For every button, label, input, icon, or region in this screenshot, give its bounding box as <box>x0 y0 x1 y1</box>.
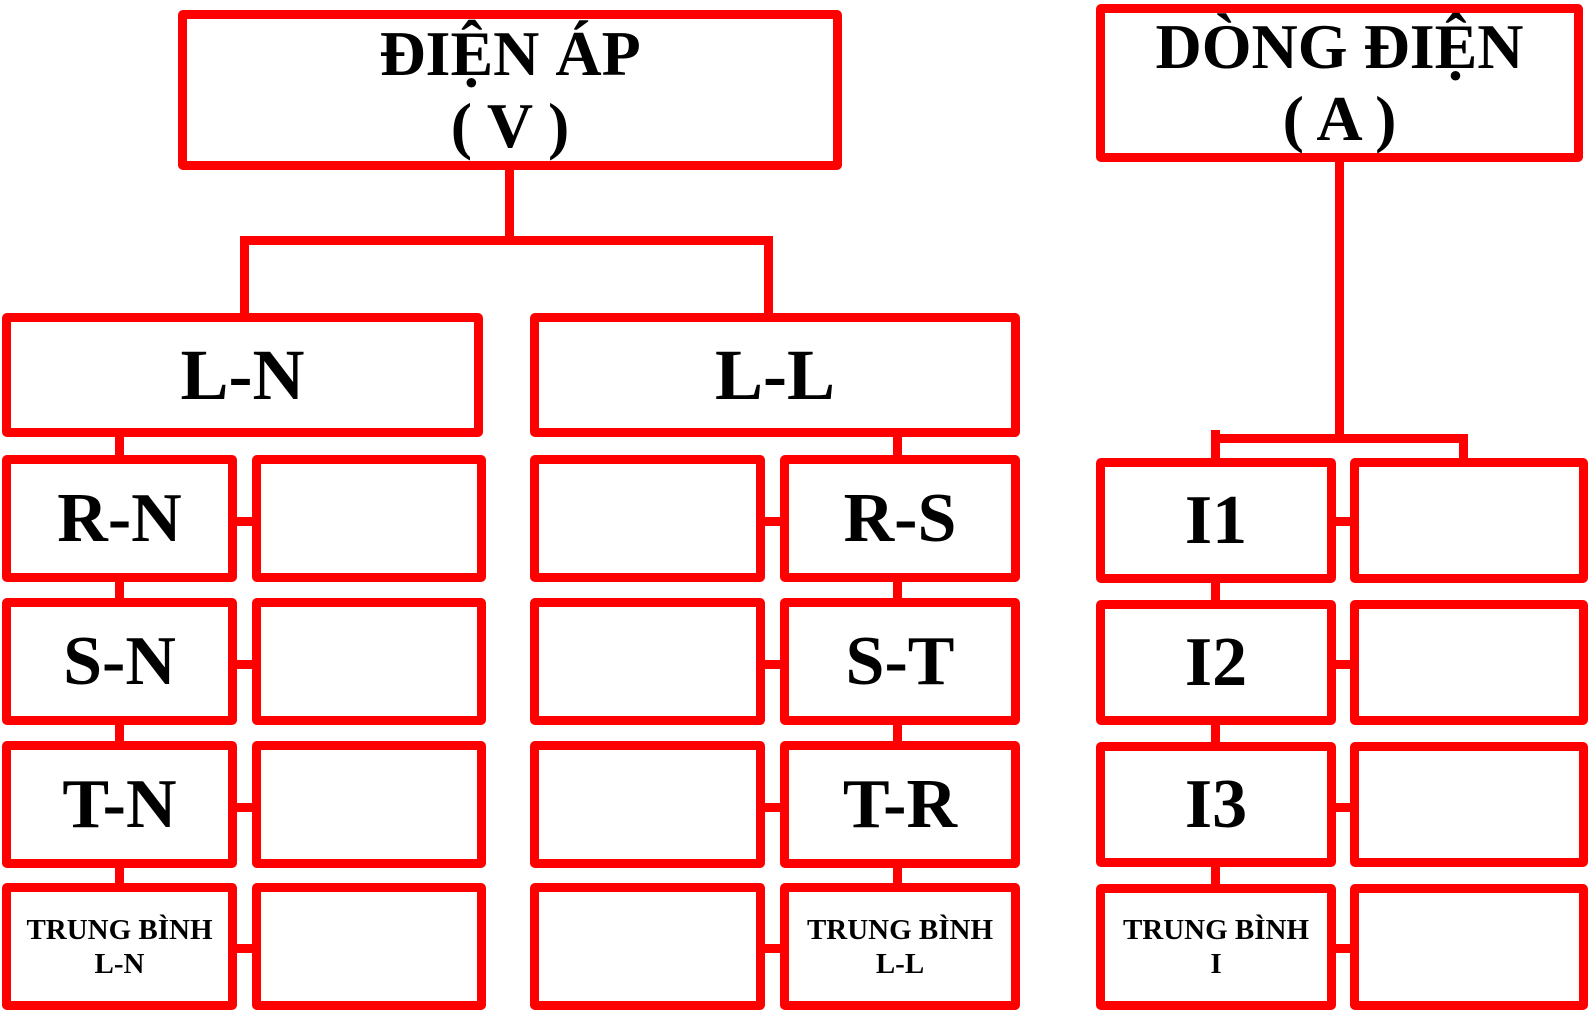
ln-value-box-2 <box>252 598 486 725</box>
ll-label-2: S-T <box>845 622 955 700</box>
connector-voltage-bar <box>240 236 772 245</box>
current-label-1: I1 <box>1184 481 1248 559</box>
current-average-label-1: TRUNG BÌNH <box>1122 914 1310 946</box>
connector-current-branch-1 <box>1326 517 1356 526</box>
voltage-header-box: ĐIỆN ÁP ( V ) <box>178 10 842 170</box>
connector-ln-branch-3 <box>230 803 260 812</box>
ln-label-box-2: S-N <box>2 598 237 725</box>
current-header-box: DÒNG ĐIỆN ( A ) <box>1096 4 1583 162</box>
ll-group-label: L-L <box>714 334 836 415</box>
current-value-box-2 <box>1350 600 1588 725</box>
ll-label-box-2: S-T <box>780 598 1020 725</box>
current-title: DÒNG ĐIỆN <box>1155 11 1524 82</box>
ln-average-label-1: TRUNG BÌNH <box>26 913 213 946</box>
connector-ll-branch-3 <box>757 803 787 812</box>
ln-group-box: L-N <box>2 313 483 437</box>
current-average-box: TRUNG BÌNH I <box>1096 884 1336 1010</box>
ln-label-2: S-N <box>63 622 176 700</box>
ll-label-1: R-S <box>843 479 957 557</box>
connector-voltage-down <box>505 165 514 243</box>
ln-group-label: L-N <box>180 334 305 415</box>
ln-label-box-3: T-N <box>2 741 237 868</box>
connector-current-down <box>1335 158 1344 443</box>
current-average-value-box <box>1350 884 1588 1010</box>
current-label-box-1: I1 <box>1096 458 1336 583</box>
ll-value-box-3 <box>530 741 765 868</box>
ln-average-label-2: L-N <box>94 947 145 980</box>
ll-average-label-2: L-L <box>875 947 925 980</box>
connector-ll-branch-2 <box>757 660 787 669</box>
ln-label-box-1: R-N <box>2 455 237 582</box>
voltage-title: ĐIỆN ÁP <box>379 18 641 89</box>
ll-value-box-1 <box>530 455 765 582</box>
ln-value-box-1 <box>252 455 486 582</box>
ln-average-value-box <box>252 883 486 1010</box>
ll-label-box-1: R-S <box>780 455 1020 582</box>
ln-label-3: T-N <box>62 765 177 843</box>
connector-current-right <box>1459 434 1468 464</box>
connector-ll-branch-4 <box>757 944 787 953</box>
current-unit: ( A ) <box>1282 83 1397 154</box>
current-label-box-2: I2 <box>1096 600 1336 725</box>
connector-current-branch-2 <box>1326 660 1356 669</box>
ll-average-label-1: TRUNG BÌNH <box>806 913 994 946</box>
ll-label-box-3: T-R <box>780 741 1020 868</box>
ln-average-box: TRUNG BÌNH L-N <box>2 883 237 1010</box>
ll-average-value-box <box>530 883 765 1010</box>
current-value-box-1 <box>1350 458 1588 583</box>
connector-current-branch-3 <box>1326 803 1356 812</box>
connector-ln-branch-2 <box>230 660 260 669</box>
connector-current-branch-4 <box>1326 944 1356 953</box>
connector-ll-down <box>764 236 773 318</box>
current-value-box-3 <box>1350 742 1588 867</box>
ln-value-box-3 <box>252 741 486 868</box>
connector-ll-branch-1 <box>757 517 787 526</box>
ln-label-1: R-N <box>57 479 182 557</box>
current-label-3: I3 <box>1184 765 1248 843</box>
ll-average-box: TRUNG BÌNH L-L <box>780 883 1020 1010</box>
ll-value-box-2 <box>530 598 765 725</box>
connector-ln-branch-1 <box>230 517 260 526</box>
voltage-unit: ( V ) <box>450 90 570 161</box>
current-label-box-3: I3 <box>1096 742 1336 867</box>
connector-ln-down <box>240 236 249 318</box>
connector-current-bar <box>1211 434 1468 443</box>
current-label-2: I2 <box>1184 623 1248 701</box>
ll-label-3: T-R <box>842 765 958 843</box>
connector-ln-branch-4 <box>230 944 260 953</box>
current-average-label-2: I <box>1210 948 1222 980</box>
ll-group-box: L-L <box>530 313 1020 437</box>
